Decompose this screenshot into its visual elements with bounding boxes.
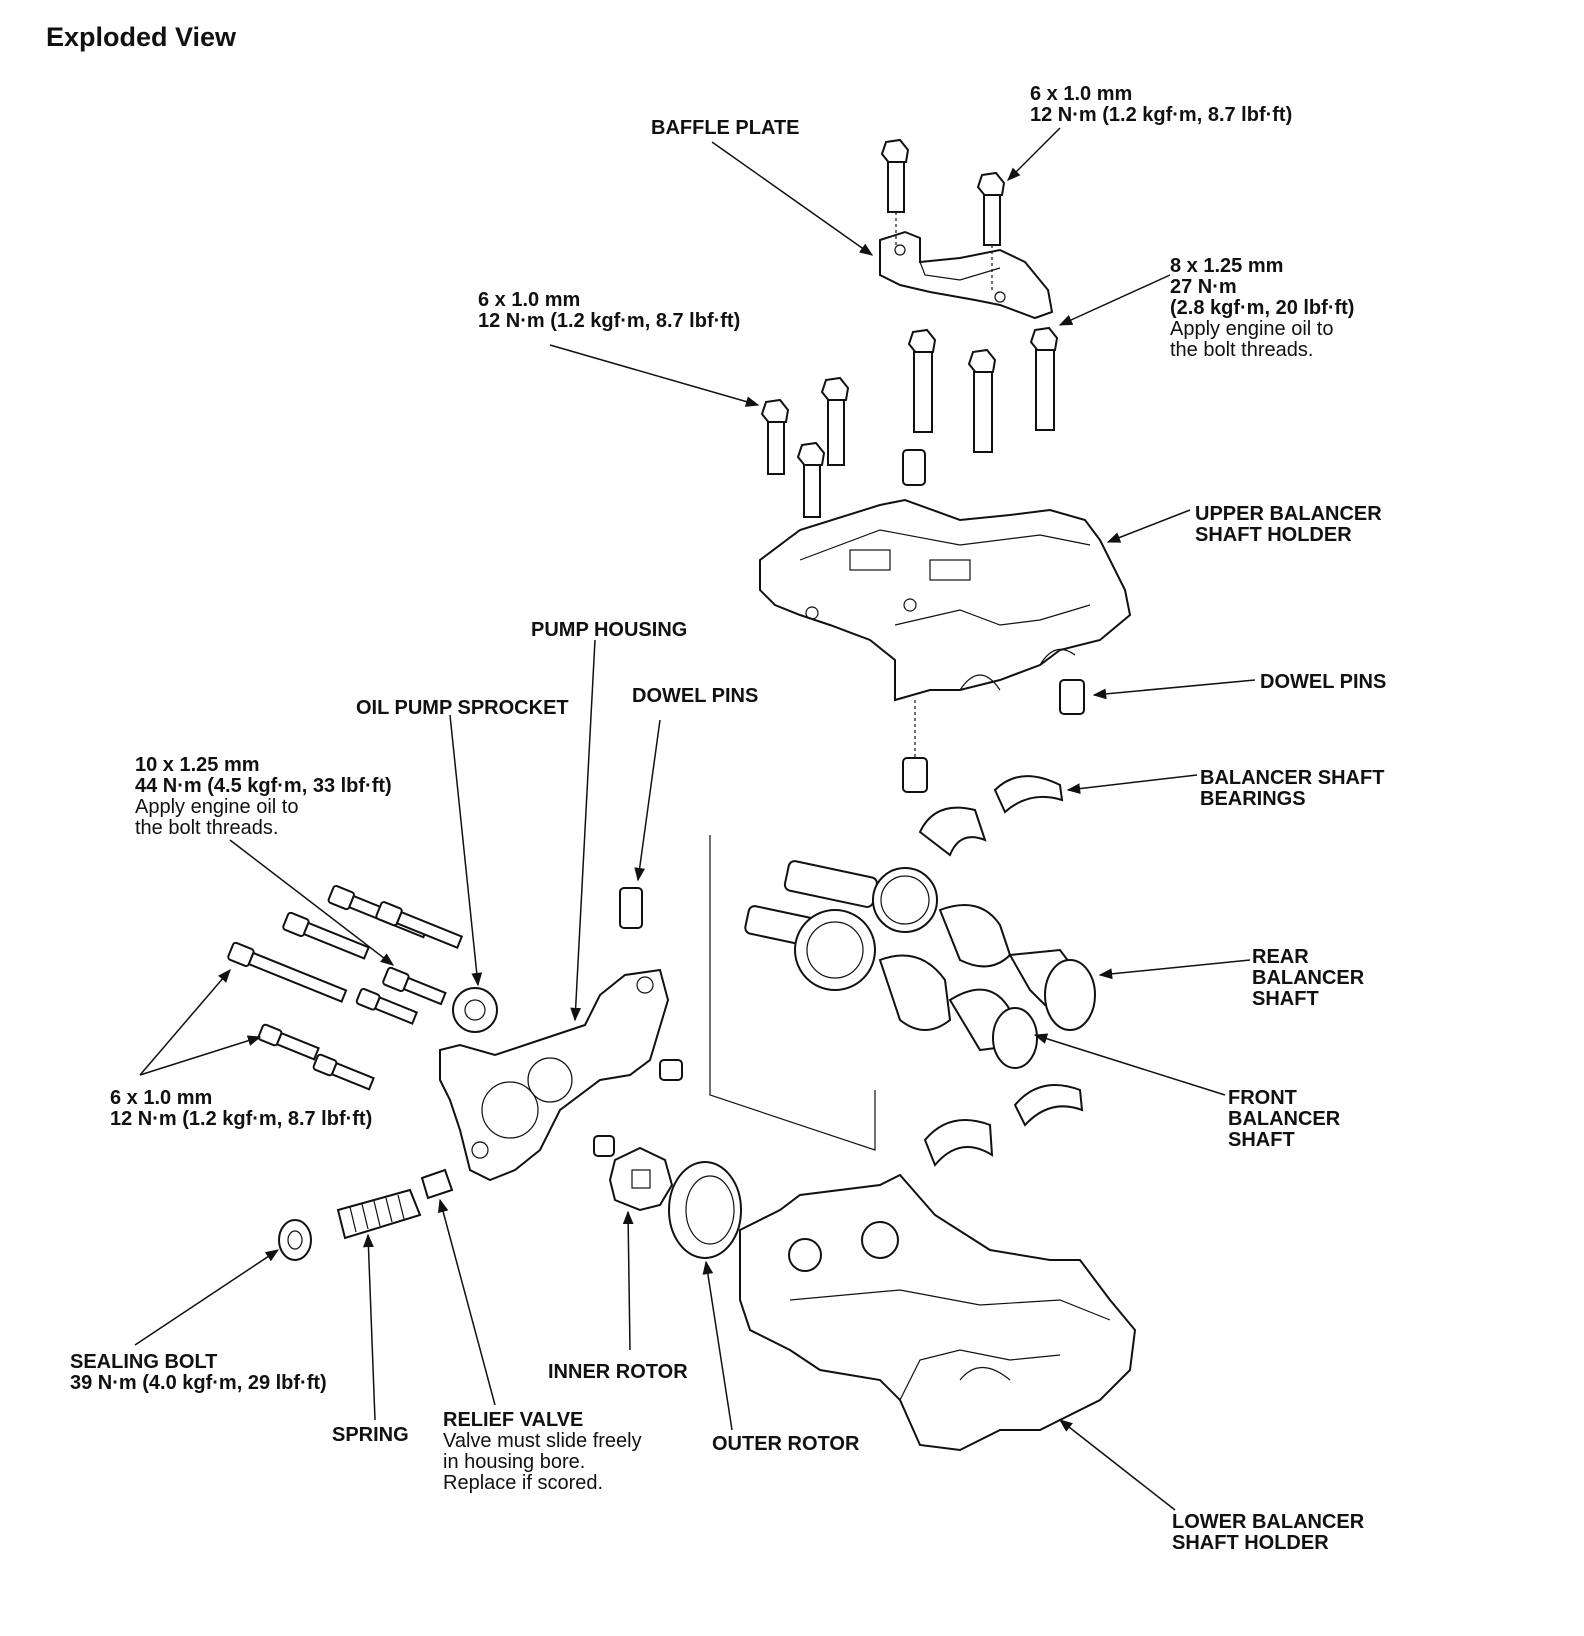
front-balancer-shaft xyxy=(744,905,1038,1069)
relief-valve xyxy=(420,1168,454,1200)
bolt-group-upper xyxy=(760,138,1059,518)
inner-rotor xyxy=(608,1146,674,1212)
label-bolt-6x1-mid: 6 x 1.0 mm 12 N·m (1.2 kgf·m, 8.7 lbf·ft… xyxy=(478,289,741,332)
bolt xyxy=(976,171,1006,290)
label-relief-valve: RELIEF VALVE Valve must slide freely in … xyxy=(443,1409,642,1494)
dowel-pin xyxy=(619,887,643,929)
dowel-pin xyxy=(593,1135,615,1157)
dowel-pin xyxy=(1059,679,1085,715)
label-rear-balancer-shaft: REAR BALANCER SHAFT xyxy=(1252,946,1365,1010)
outer-rotor xyxy=(668,1161,742,1259)
rear-balancer-shaft xyxy=(783,860,1096,1031)
bolt xyxy=(907,328,937,433)
balancer-shaft-bearings-lower xyxy=(923,1084,1084,1167)
leader-lines xyxy=(134,127,1256,1511)
label-dowel-pins-right: DOWEL PINS xyxy=(1260,671,1387,693)
bolt xyxy=(796,441,826,518)
bolt xyxy=(1029,326,1059,431)
label-oil-pump-sprocket: OIL PUMP SPROCKET xyxy=(356,697,569,719)
label-inner-rotor: INNER ROTOR xyxy=(548,1361,688,1383)
label-sealing-bolt: SEALING BOLT 39 N·m (4.0 kgf·m, 29 lbf·f… xyxy=(70,1351,327,1394)
bolt xyxy=(760,398,790,475)
oil-pump-sprocket xyxy=(452,987,498,1033)
label-dowel-pins-center: DOWEL PINS xyxy=(632,685,759,707)
baffle-plate xyxy=(879,230,1054,320)
label-front-balancer-shaft: FRONT BALANCER SHAFT xyxy=(1228,1087,1341,1151)
spring xyxy=(336,1188,422,1240)
oil-pump-bolts xyxy=(227,884,464,1091)
label-upper-balancer-shaft-holder: UPPER BALANCER SHAFT HOLDER xyxy=(1195,503,1382,546)
label-balancer-shaft-bearings: BALANCER SHAFT BEARINGS xyxy=(1200,767,1385,810)
lower-balancer-shaft-holder xyxy=(739,1173,1137,1452)
label-bolt-6x1-left: 6 x 1.0 mm 12 N·m (1.2 kgf·m, 8.7 lbf·ft… xyxy=(110,1087,373,1130)
label-bolt-6x1-top: 6 x 1.0 mm 12 N·m (1.2 kgf·m, 8.7 lbf·ft… xyxy=(1030,83,1293,126)
label-spring: SPRING xyxy=(332,1424,409,1446)
bolt xyxy=(820,376,850,466)
dowel-pin xyxy=(902,449,926,486)
label-outer-rotor: OUTER ROTOR xyxy=(712,1433,860,1455)
pump-housing xyxy=(439,968,670,1182)
page-title: Exploded View xyxy=(46,22,237,52)
dowel-pin xyxy=(659,1059,683,1081)
dowel-pin xyxy=(902,757,928,793)
sealing-bolt xyxy=(278,1219,312,1261)
bolt xyxy=(880,138,910,245)
balancer-shaft-bearings-upper xyxy=(918,775,1064,857)
upper-balancer-shaft-holder xyxy=(759,498,1132,702)
label-bolt-10x125: 10 x 1.25 mm 44 N·m (4.5 kgf·m, 33 lbf·f… xyxy=(135,754,392,839)
label-baffle-plate: BAFFLE PLATE xyxy=(651,117,800,139)
label-lower-balancer-shaft-holder: LOWER BALANCER SHAFT HOLDER xyxy=(1172,1511,1365,1554)
label-pump-housing: PUMP HOUSING xyxy=(531,619,688,641)
label-bolt-8x125: 8 x 1.25 mm 27 N·m (2.8 kgf·m, 20 lbf·ft… xyxy=(1170,255,1355,361)
bolt xyxy=(967,348,997,453)
